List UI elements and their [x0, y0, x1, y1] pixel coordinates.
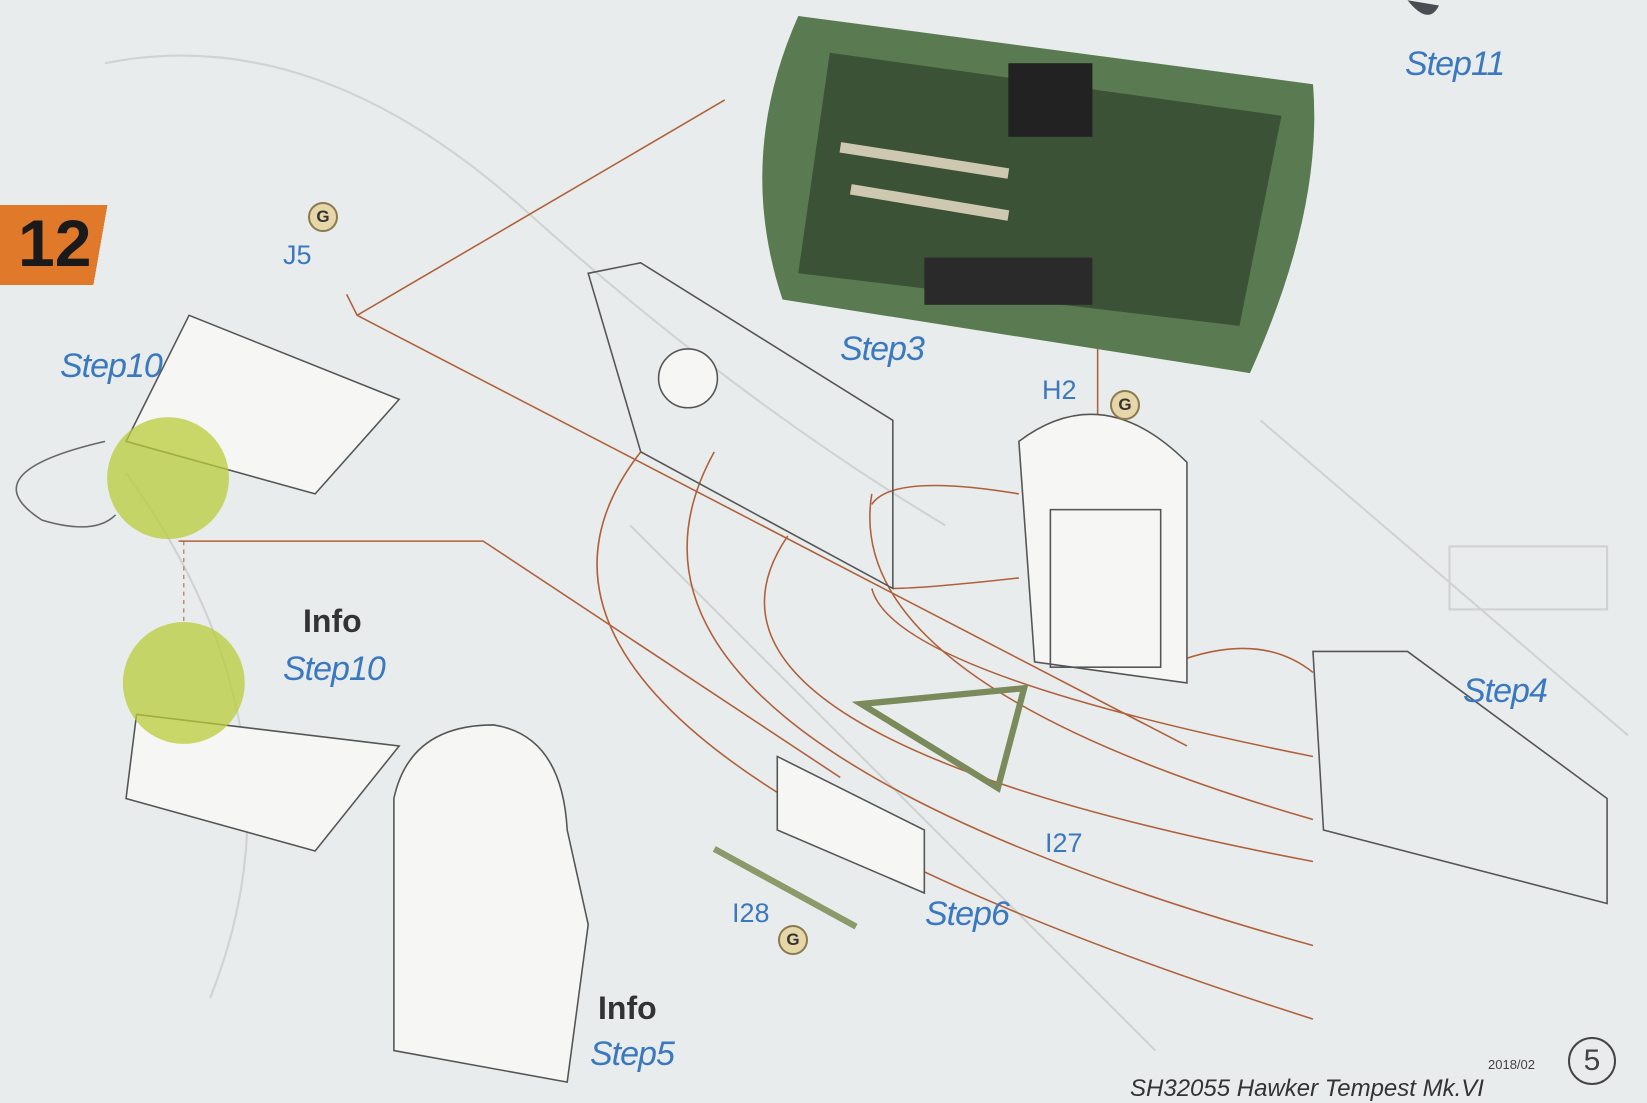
glue-marker-icon: G: [308, 202, 338, 232]
part-i27: I27: [1045, 828, 1083, 858]
step10-label: Step10: [60, 347, 163, 385]
assembly-guide-lines: [178, 99, 1314, 1020]
info-label: Info: [598, 990, 657, 1026]
cockpit-model-photo: [762, 15, 1315, 374]
info-step5-label: Step5: [590, 1035, 675, 1073]
step6-label: Step6: [925, 895, 1010, 933]
highlight-circle: [122, 622, 245, 744]
step-number: 12: [18, 206, 92, 280]
info-step10-label: Step10: [283, 650, 386, 688]
step4-label: Step4: [1463, 672, 1548, 710]
part-drawings: [124, 261, 1608, 1084]
step-number-badge: 12: [0, 205, 165, 285]
info-label: Info: [303, 603, 362, 639]
date-label: 2018/02: [1488, 1057, 1535, 1072]
glue-marker-icon: G: [1110, 390, 1140, 420]
part-j5: J5: [283, 240, 312, 270]
part-h2: H2: [1042, 375, 1077, 405]
highlight-circle: [107, 417, 229, 540]
part-i28: I28: [732, 898, 770, 928]
glue-marker-icon: G: [778, 925, 808, 955]
faded-background-drawings: [104, 54, 1629, 1052]
page-number: 5: [1568, 1037, 1616, 1085]
footer-title: SH32055 Hawker Tempest Mk.VI: [1130, 1075, 1484, 1102]
step11-label: Step11: [1405, 45, 1505, 83]
step3-label: Step3: [840, 330, 925, 368]
